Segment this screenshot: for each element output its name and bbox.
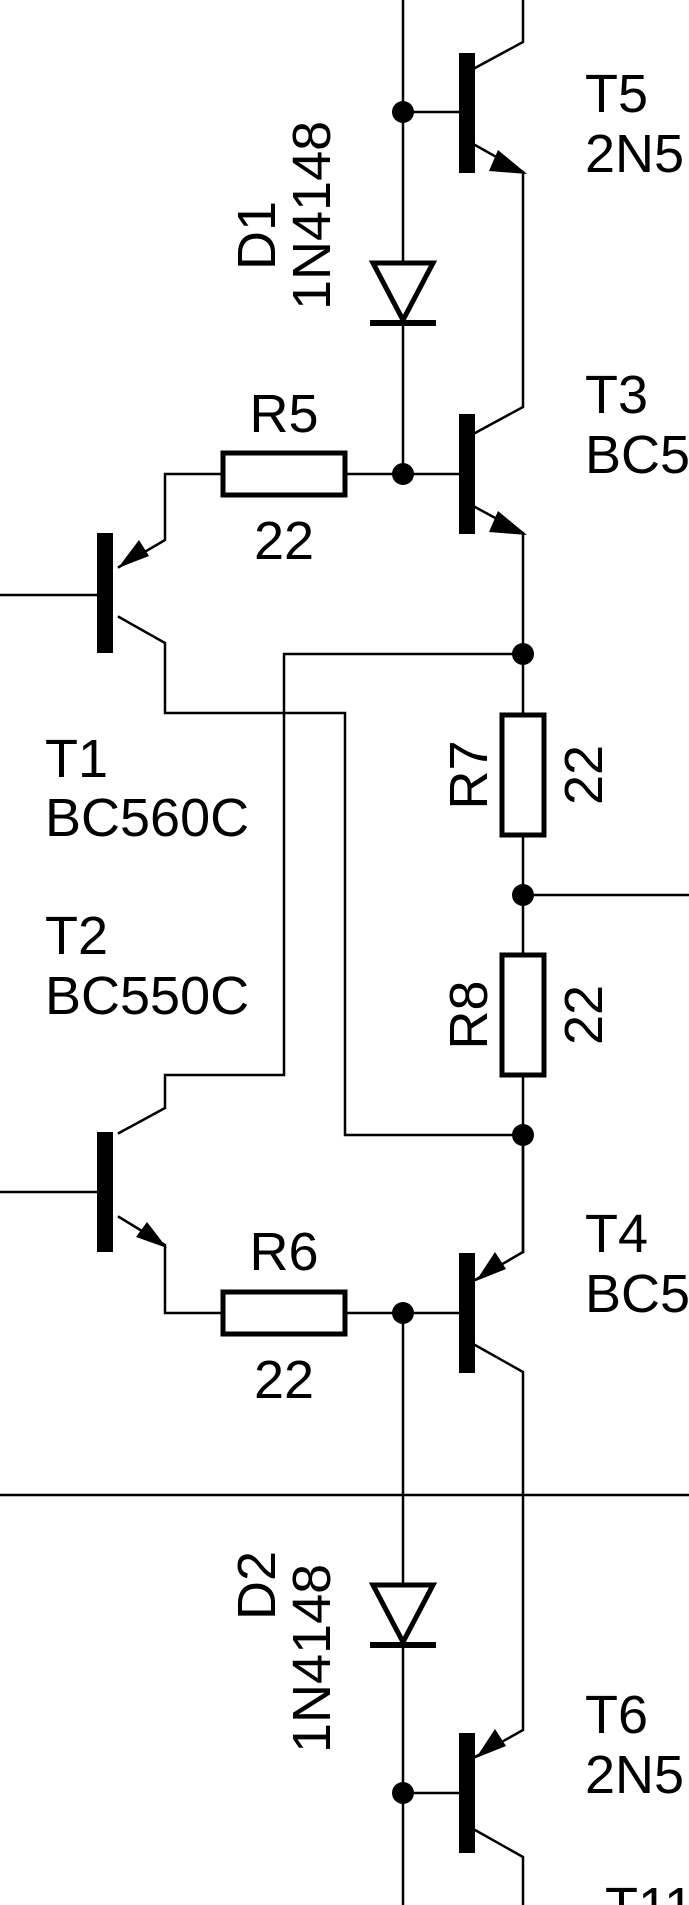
t4-part-label: BC5 — [585, 1264, 689, 1324]
t1-ref-label: T1 — [45, 729, 108, 789]
t6-emitter-arrow — [476, 1729, 506, 1758]
wire-t6-collector — [473, 1828, 525, 1905]
junction-t4-base — [392, 1302, 414, 1324]
t4-base-bar — [459, 1253, 475, 1373]
wire-t4-collector — [473, 1343, 525, 1759]
r8-ref-label: R8 — [439, 980, 499, 1049]
resistors — [220, 450, 547, 1337]
t2-base-bar — [97, 1132, 113, 1252]
t3-part-label: BC5 — [585, 425, 689, 485]
junction-t3-base — [392, 463, 414, 485]
junctions — [392, 101, 534, 1804]
r7-body — [499, 712, 547, 838]
t2-part-label: BC550C — [45, 966, 249, 1026]
t4-ref-label: T4 — [585, 1204, 648, 1264]
r6-ref-label: R6 — [249, 1222, 318, 1282]
labels: T5 2N5 T3 BC5 T1 BC560C T2 BC550C T4 BC5… — [45, 64, 689, 1905]
t4-emitter-arrow — [476, 1252, 506, 1281]
r5-ref-label: R5 — [249, 384, 318, 444]
wire-t2-emitter — [117, 1215, 224, 1315]
junction-t5-base — [392, 101, 414, 123]
t5-base-bar — [459, 53, 475, 173]
d1-ref-label: D1 — [227, 201, 287, 270]
wire-t1-collector — [117, 615, 525, 1137]
t1-emitter-arrow — [118, 540, 149, 568]
transistor-bars — [97, 53, 475, 1853]
r6-body — [220, 1289, 348, 1337]
wire-t5-emitter — [473, 143, 525, 435]
junction-t3-emitter — [512, 643, 534, 665]
t3-base-bar — [459, 414, 475, 534]
r5-value-label: 22 — [254, 511, 314, 571]
wire-t3-emitter — [473, 505, 525, 717]
wire-t2-collector — [117, 652, 525, 1135]
emitter-arrows — [118, 150, 527, 1758]
d2-part-label: 1N4148 — [282, 1564, 342, 1753]
t6-ref-label: T6 — [585, 1685, 648, 1745]
junction-t6-base — [392, 1782, 414, 1804]
d1-part-label: 1N4148 — [282, 121, 342, 310]
d2-triangle — [368, 1582, 438, 1648]
t11-ref-label: T11 — [605, 1877, 689, 1905]
diode-d1-symbol — [368, 260, 438, 326]
wire-t5-collector — [473, 0, 525, 70]
t5-ref-label: T5 — [585, 64, 648, 124]
r8-value-label: 22 — [554, 985, 614, 1045]
t3-ref-label: T3 — [585, 365, 648, 425]
t1-base-bar — [97, 533, 113, 653]
d2-ref-label: D2 — [227, 1551, 287, 1620]
t2-emitter-arrow — [136, 1222, 167, 1248]
t1-part-label: BC560C — [45, 788, 249, 848]
r6-value-label: 22 — [254, 1350, 314, 1410]
junction-output — [512, 884, 534, 906]
r7-ref-label: R7 — [439, 740, 499, 809]
r5-body — [220, 450, 348, 498]
d1-triangle — [368, 260, 438, 326]
t5-emitter-arrow — [489, 150, 527, 174]
r7-value-label: 22 — [554, 745, 614, 805]
t2-ref-label: T2 — [45, 906, 108, 966]
t6-base-bar — [459, 1733, 475, 1853]
junction-r8-bottom — [512, 1124, 534, 1146]
r8-body — [499, 952, 547, 1078]
diode-d2-symbol — [368, 1582, 438, 1648]
t5-part-label: 2N5 — [585, 124, 684, 184]
t6-part-label: 2N5 — [585, 1745, 684, 1805]
t3-emitter-arrow — [489, 511, 527, 535]
